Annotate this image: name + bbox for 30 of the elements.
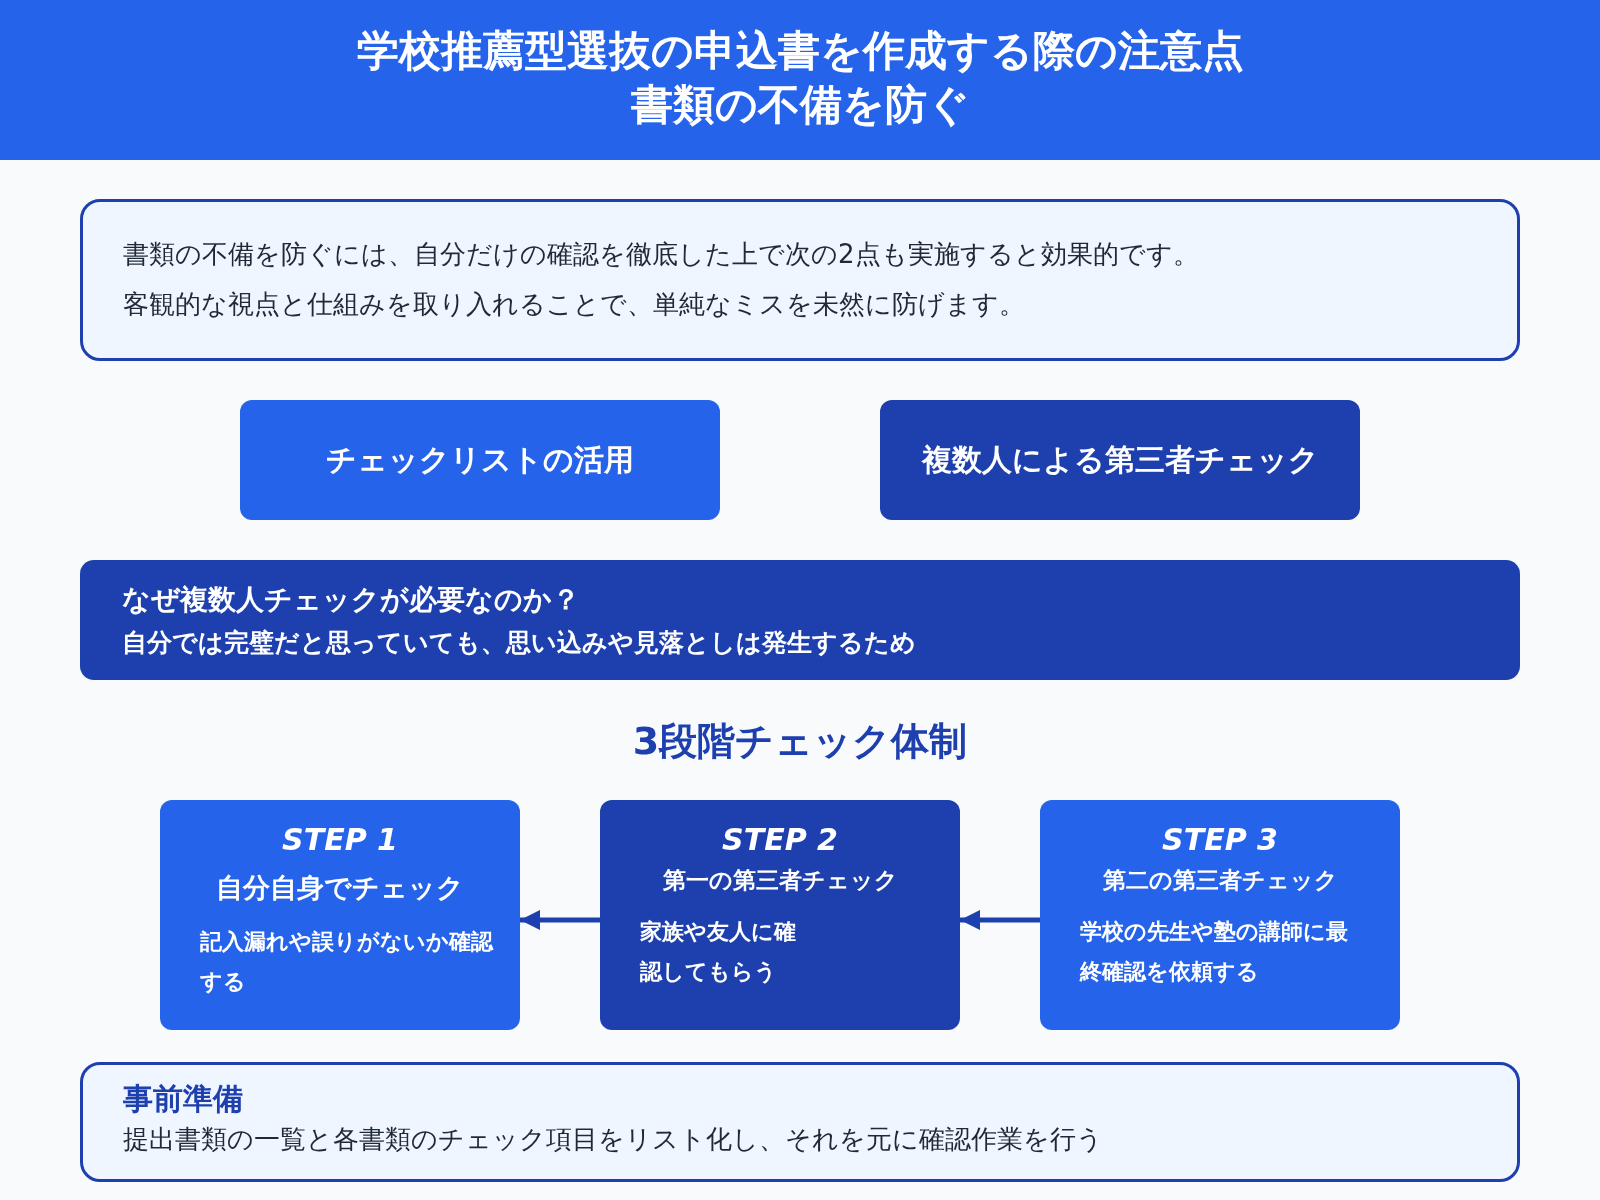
panel-text: 自分では完璧だと思っていても、思い込みや見落としは発生するため [122,627,916,659]
step-label: STEP 3 [1161,821,1279,859]
step-title: 自分自身でチェック [215,871,465,905]
intro-panel [80,199,1520,361]
card-label: 複数人による第三者チェック [920,441,1320,479]
step-label: STEP 2 [721,821,839,859]
panel-text: 提出書類の一覧と各書類のチェック項目をリスト化し、それを元に確認作業を行う [123,1123,1103,1156]
step-card [160,800,520,1030]
subtitle: 書類の不備を防ぐ [629,80,971,131]
panel-heading: 事前準備 [123,1080,243,1118]
arrow [520,910,600,930]
step-title: 第二の第三者チェック [1101,866,1339,895]
intro-text: 客観的な視点と仕組みを取り入れることで、単純なミスを未然に防げます。 [123,288,1025,321]
point-card [240,400,720,520]
title: 学校推薦型選抜の申込書を作成する際の注意点 [355,26,1245,77]
step-card [1040,800,1400,1030]
preparation-panel [80,1062,1520,1182]
step-description: 学校の先生や塾の講師に最終確認を依頼する [1080,918,1349,986]
panel-heading: なぜ複数人チェックが必要なのか？ [122,582,580,618]
step-description: 家族や友人に確認してもらう [640,918,797,986]
step-title: 第一の第三者チェック [661,866,899,895]
card-label: チェックリストの活用 [325,441,635,479]
intro-text: 書類の不備を防ぐには、自分だけの確認を徹底した上で次の2点も実施すると効果的です。 [123,238,1199,271]
step-description: 記入漏れや誤りがないか確認する [200,928,495,996]
step-card [600,800,960,1030]
section-heading: 3段階チェック体制 [631,718,969,765]
arrow [960,910,1040,930]
point-card [880,400,1360,520]
reason-panel [80,560,1520,680]
step-label: STEP 1 [281,821,399,859]
